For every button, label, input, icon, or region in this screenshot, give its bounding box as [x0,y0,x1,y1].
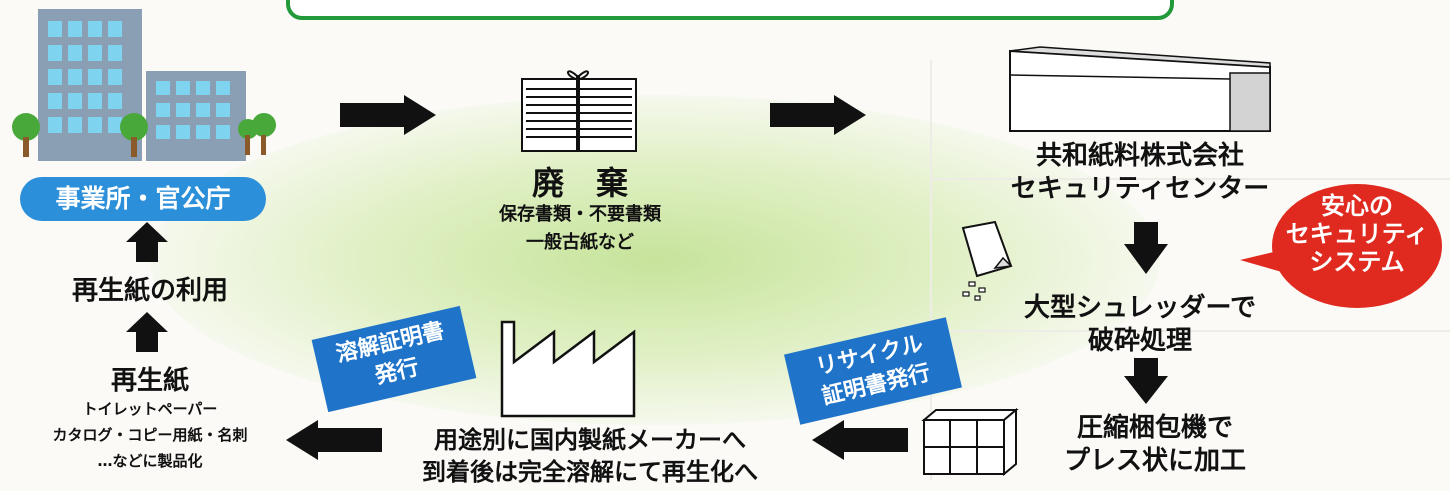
callout-line3: システム [1309,248,1405,276]
warehouse-icon [1009,46,1271,132]
faded-background-rule [930,330,1450,332]
factory-icon [500,320,636,418]
center-name-line2: セキュリティセンター [1010,174,1270,204]
recycled-line3: …などに製品化 [97,452,203,470]
press-line1: 圧縮梱包機で [1076,413,1233,443]
arrow-left-icon [812,420,908,460]
paper-bundle-icon [521,70,637,152]
security-callout: 安心の セキュリティ システム [1272,184,1442,308]
waste-desc-line1: 保存書類・不要書類 [499,204,661,225]
reuse-label: 再生紙の利用 [71,276,228,306]
compressed-bale-icon [921,407,1019,477]
maker-line2: 到着後は完全溶解にて再生化へ [422,458,758,486]
faded-background-panel [930,60,1450,480]
office-label: 事業所・官公庁 [20,177,266,221]
title-banner-frame [286,0,1174,20]
center-name-line1: 共和紙料株式会社 [1035,141,1244,171]
arrow-right-icon [770,95,866,135]
recycled-title: 再生紙 [110,366,189,396]
press-line2: プレス状に加工 [1063,446,1246,476]
arrow-right-icon [340,95,436,135]
recycled-line2: カタログ・コピー用紙・名刺 [52,426,248,444]
faded-background-rule [930,178,1450,180]
shredded-paper-icon [961,220,1013,301]
arrow-down-icon [1124,358,1168,404]
maker-line1: 用途別に国内製紙メーカーへ [434,426,746,454]
callout-line2: セキュリティ [1285,220,1429,248]
office-building-icon [12,9,276,161]
callout-tail [1240,250,1282,272]
waste-title: 廃 棄 [531,164,628,202]
shredder-line2: 破砕処理 [1087,326,1192,356]
arrow-down-icon [1124,222,1168,274]
arrow-left-icon [286,420,382,460]
arrow-up-icon [126,222,168,262]
callout-line1: 安心の [1321,192,1393,220]
waste-desc-line2: 一般古紙など [526,232,634,253]
recycled-line1: トイレットペーパー [82,400,218,418]
shredder-line1: 大型シュレッダーで [1024,293,1256,323]
arrow-up-icon [126,312,168,352]
